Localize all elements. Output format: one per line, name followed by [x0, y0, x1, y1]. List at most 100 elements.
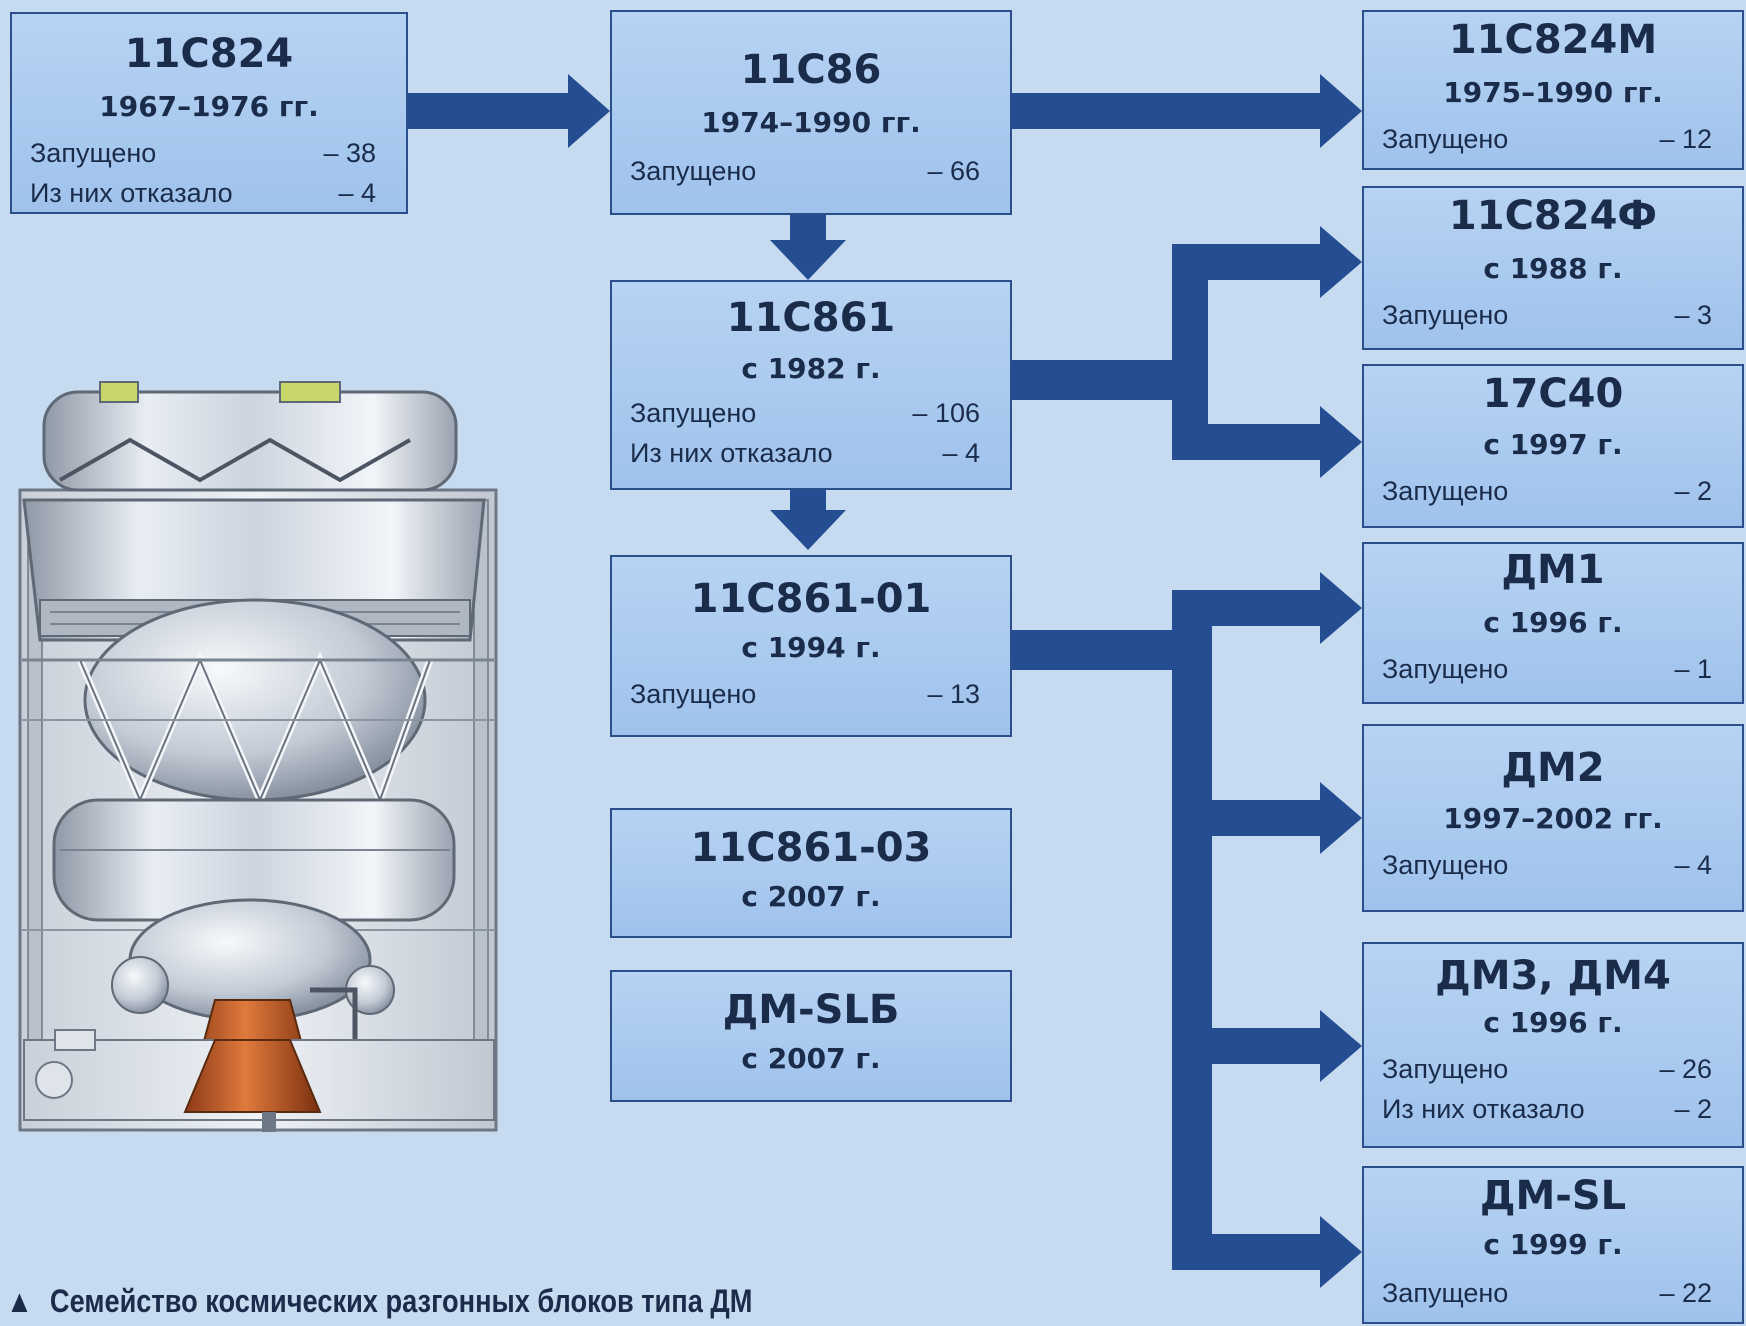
row-value: – 13 — [927, 679, 980, 709]
arrow-to-dm2 — [1172, 782, 1362, 854]
block-name: 17С40 — [1482, 371, 1624, 417]
row-value: – 106 — [912, 398, 980, 428]
row-value: – 4 — [1674, 850, 1712, 880]
block-years: 1974–1990 гг. — [701, 106, 921, 139]
block-dm2: ДМ2 1997–2002 гг. Запущено – 4 — [1362, 724, 1744, 912]
row-value: – 4 — [942, 438, 980, 468]
row-value: – 1 — [1674, 654, 1712, 684]
arrow-to-11s824f — [1172, 226, 1362, 298]
upper-stage-illustration — [18, 381, 498, 1132]
caption-text: Семейство космических разгонных блоков т… — [49, 1283, 753, 1319]
arrow-to-dm1 — [1172, 572, 1362, 644]
block-years: с 1982 г. — [741, 352, 881, 385]
row-value: – 4 — [338, 178, 376, 208]
launched-row: Запущено – 13 — [630, 679, 980, 709]
row-label: Запущено — [1382, 124, 1509, 154]
block-years: с 1996 г. — [1483, 606, 1623, 639]
branch-11s861-stem — [1010, 360, 1192, 400]
row-value: – 12 — [1659, 124, 1712, 154]
block-dm-slb: ДМ-SLБ с 2007 г. — [610, 970, 1012, 1102]
block-name: 11С861 — [726, 295, 896, 341]
row-value: – 38 — [323, 138, 376, 168]
block-11s861: 11С861 с 1982 г. Запущено – 106 Из них о… — [610, 280, 1012, 490]
failed-row: Из них отказало – 4 — [630, 438, 980, 468]
row-label: Запущено — [630, 398, 757, 428]
block-years: с 1988 г. — [1483, 252, 1623, 285]
arrow-to-17s40 — [1172, 406, 1362, 478]
row-label: Запущено — [630, 679, 757, 709]
block-name: 11С861-03 — [690, 825, 932, 871]
block-years: с 2007 г. — [741, 880, 881, 913]
launched-row: Запущено – 12 — [1382, 124, 1712, 154]
row-label: Запущено — [630, 156, 757, 186]
block-years: 1997–2002 гг. — [1443, 802, 1663, 835]
block-name: 11С824Ф — [1448, 193, 1658, 239]
flow-arrows — [408, 74, 1362, 1288]
triangle-up-icon: ▲ — [6, 1283, 33, 1319]
row-label: Запущено — [30, 138, 157, 168]
block-name: ДМ-SLБ — [722, 987, 900, 1033]
block-11s861-01: 11С861-01 с 1994 г. Запущено – 13 — [610, 555, 1012, 737]
row-label: Из них отказало — [30, 178, 233, 208]
block-17s40: 17С40 с 1997 г. Запущено – 2 — [1362, 364, 1744, 528]
block-name: 11С824М — [1448, 17, 1658, 63]
launched-row: Запущено – 1 — [1382, 654, 1712, 684]
block-dm3-dm4: ДМ3, ДМ4 с 1996 г. Запущено – 26 Из них … — [1362, 942, 1744, 1148]
arrow-11s86-to-11s824m — [1010, 74, 1362, 148]
block-name: ДМ2 — [1501, 745, 1605, 791]
block-11s824m: 11С824М 1975–1990 гг. Запущено – 12 — [1362, 10, 1744, 170]
row-label: Из них отказало — [1382, 1094, 1585, 1124]
launched-row: Запущено – 66 — [630, 156, 980, 186]
block-11s824: 11С824 1967–1976 гг. Запущено – 38 Из ни… — [10, 12, 408, 214]
block-years: с 1996 г. — [1483, 1006, 1623, 1039]
branch-11s861-01-stem — [1010, 630, 1182, 670]
block-11s861-03: 11С861-03 с 2007 г. — [610, 808, 1012, 938]
block-years: с 2007 г. — [741, 1042, 881, 1075]
arrow-11s861-to-11s861-01 — [770, 490, 846, 550]
row-value: – 2 — [1674, 1094, 1712, 1124]
block-name: 11С86 — [740, 47, 882, 93]
row-label: Запущено — [1382, 1054, 1509, 1084]
block-name: ДМ1 — [1501, 547, 1605, 593]
block-years: с 1997 г. — [1483, 428, 1623, 461]
launched-row: Запущено – 38 — [30, 138, 376, 168]
row-value: – 3 — [1674, 300, 1712, 330]
block-years: 1967–1976 гг. — [99, 90, 319, 123]
launched-row: Запущено – 106 — [630, 398, 980, 428]
arrow-to-dm3-dm4 — [1172, 1010, 1362, 1082]
launched-row: Запущено – 2 — [1382, 476, 1712, 506]
block-dm-sl: ДМ-SL с 1999 г. Запущено – 22 — [1362, 1166, 1744, 1324]
arrow-11s824-to-11s86 — [408, 74, 610, 148]
branch-11s861-01-vertical — [1172, 590, 1212, 1270]
launched-row: Запущено – 3 — [1382, 300, 1712, 330]
block-years: с 1999 г. — [1483, 1228, 1623, 1261]
failed-row: Из них отказало – 4 — [30, 178, 376, 208]
arrow-to-dm-sl — [1172, 1216, 1362, 1288]
launched-row: Запущено – 26 — [1382, 1054, 1712, 1084]
block-name: 11С861-01 — [690, 576, 932, 622]
row-label: Запущено — [1382, 850, 1509, 880]
row-value: – 26 — [1659, 1054, 1712, 1084]
launched-row: Запущено – 4 — [1382, 850, 1712, 880]
block-name: ДМ3, ДМ4 — [1435, 953, 1671, 999]
row-label: Запущено — [1382, 654, 1509, 684]
failed-row: Из них отказало – 2 — [1382, 1094, 1712, 1124]
figure-caption: ▲ Семейство космических разгонных блоков … — [6, 1281, 752, 1321]
block-years: с 1994 г. — [741, 631, 881, 664]
block-dm1: ДМ1 с 1996 г. Запущено – 1 — [1362, 542, 1744, 704]
row-label: Запущено — [1382, 300, 1509, 330]
row-label: Запущено — [1382, 1278, 1509, 1308]
block-11s824f: 11С824Ф с 1988 г. Запущено – 3 — [1362, 186, 1744, 350]
row-value: – 2 — [1674, 476, 1712, 506]
row-label: Из них отказало — [630, 438, 833, 468]
arrow-11s86-to-11s861 — [770, 215, 846, 280]
block-11s86: 11С86 1974–1990 гг. Запущено – 66 — [610, 10, 1012, 215]
block-years: 1975–1990 гг. — [1443, 76, 1663, 109]
row-value: – 22 — [1659, 1278, 1712, 1308]
block-name: ДМ-SL — [1479, 1173, 1627, 1219]
launched-row: Запущено – 22 — [1382, 1278, 1712, 1308]
row-value: – 66 — [927, 156, 980, 186]
block-name: 11С824 — [124, 31, 294, 77]
row-label: Запущено — [1382, 476, 1509, 506]
